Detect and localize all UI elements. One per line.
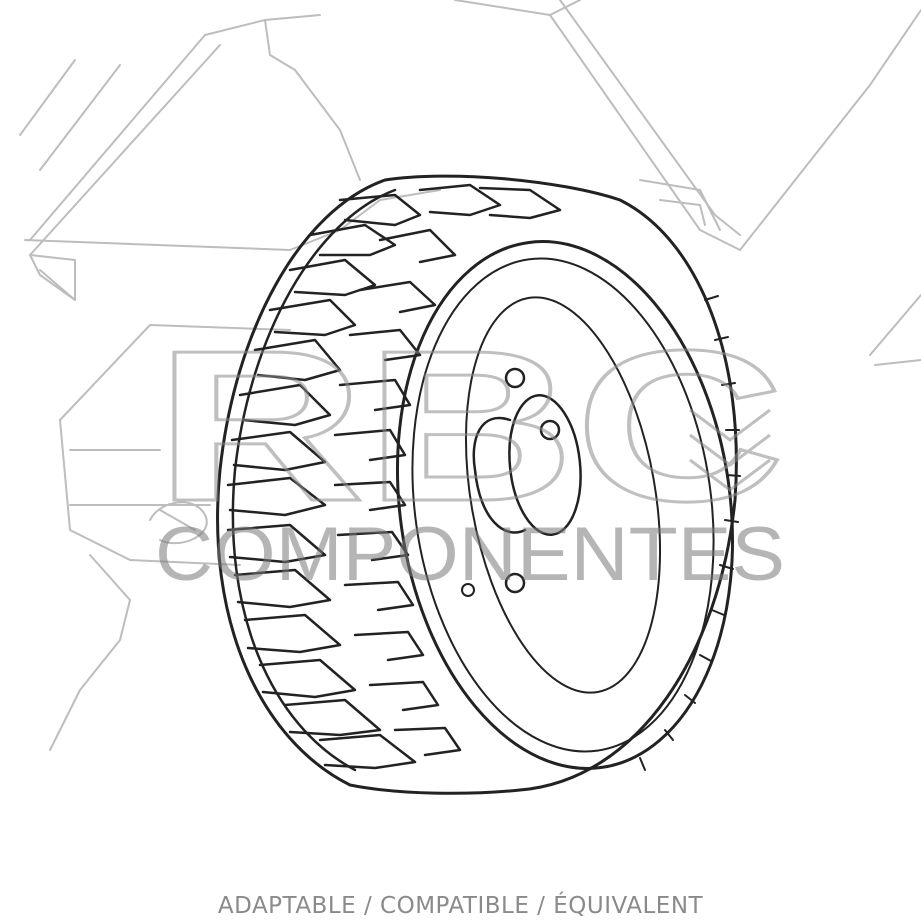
compatibility-caption: ADAPTABLE / COMPATIBLE / ÉQUIVALENT [217, 893, 704, 919]
tire-drawing [216, 174, 741, 795]
watermark-brand-word: COMPONENTES [155, 512, 785, 597]
watermark-chevrons [689, 408, 771, 492]
machine-chassis-sketch [19, 0, 921, 751]
watermark-logo-letters: RBC [155, 305, 785, 546]
rbc-watermark-logo: RBC COMPONENTES [154, 304, 787, 598]
